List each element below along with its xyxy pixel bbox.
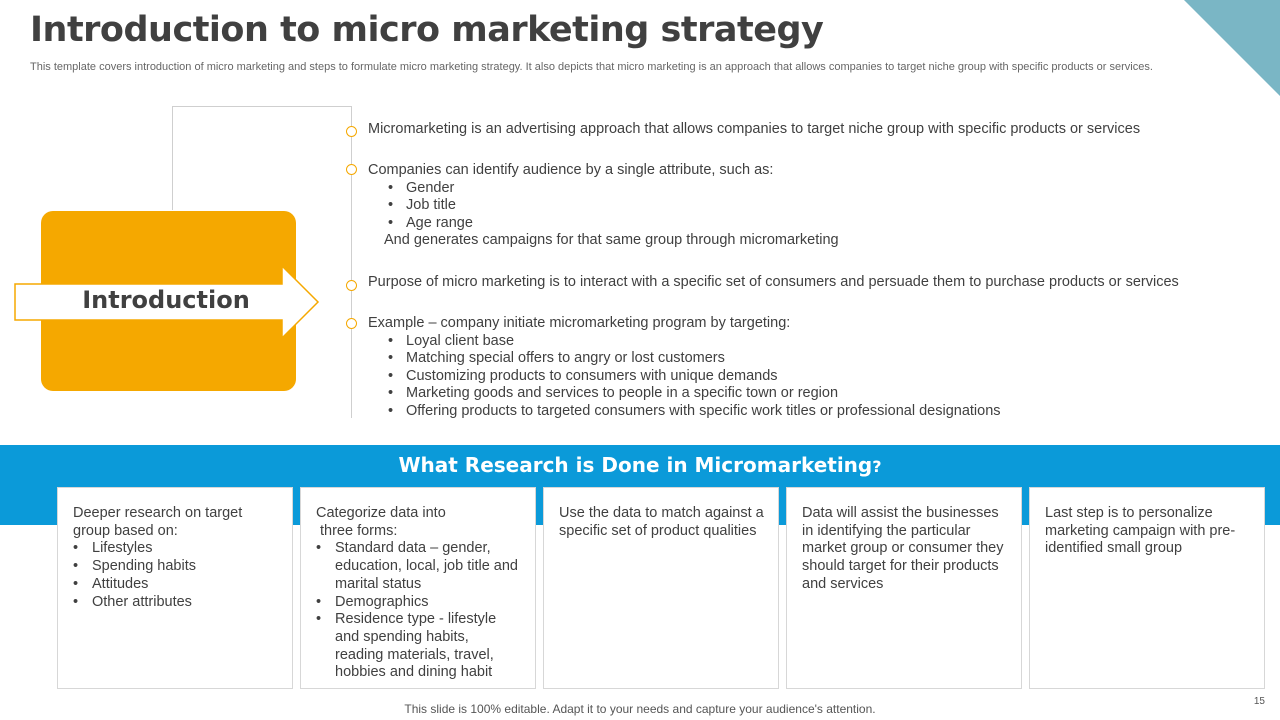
card-text: Last step is to personalize marketing ca… xyxy=(1045,505,1236,557)
card-text: Deeper research on target group based on… xyxy=(73,505,243,539)
list-item: Lifestyles xyxy=(73,540,278,558)
list-item: Matching special offers to angry or lost… xyxy=(388,350,1268,368)
list-item: Standard data – gender, education, local… xyxy=(316,540,521,593)
footer-note: This slide is 100% editable. Adapt it to… xyxy=(404,702,876,716)
list-item: Customizing products to consumers with u… xyxy=(388,368,1268,386)
point-4: Example – company initiate micromarketin… xyxy=(368,315,1268,421)
list-item: Other attributes xyxy=(73,594,278,612)
point-3: Purpose of micro marketing is to interac… xyxy=(368,274,1268,292)
list-item: Demographics xyxy=(316,594,521,612)
list-item: Gender xyxy=(388,180,1268,198)
card-list: Standard data – gender, education, local… xyxy=(316,540,521,682)
card-list: Lifestyles Spending habits Attitudes Oth… xyxy=(73,540,278,611)
research-card-2: Categorize data into three forms: Standa… xyxy=(300,487,536,689)
research-card-4: Data will assist the businesses in ident… xyxy=(786,487,1022,689)
page-number: 15 xyxy=(1253,696,1265,707)
list-item: Attitudes xyxy=(73,576,278,594)
research-card-5: Last step is to personalize marketing ca… xyxy=(1029,487,1265,689)
list-item: Residence type - lifestyle and spending … xyxy=(316,611,521,682)
card-text-continued: three forms: xyxy=(320,522,398,539)
card-text: Categorize data into xyxy=(316,505,446,521)
corner-decoration xyxy=(1184,0,1280,96)
list-item: Marketing goods and services to people i… xyxy=(388,385,1268,403)
research-card-1: Deeper research on target group based on… xyxy=(57,487,293,689)
card-text: Data will assist the businesses in ident… xyxy=(802,505,1004,592)
point-2: Companies can identify audience by a sin… xyxy=(368,162,1268,250)
research-title: What Research is Done in Micromarketing? xyxy=(398,453,882,477)
bullet-dot-icon xyxy=(346,164,357,175)
point-1: Micromarketing is an advertising approac… xyxy=(368,121,1268,139)
point-list: Gender Job title Age range xyxy=(388,180,1268,233)
page-title: Introduction to micro marketing strategy xyxy=(30,10,824,50)
card-text: Use the data to match against a specific… xyxy=(559,505,764,539)
point-text: Companies can identify audience by a sin… xyxy=(368,162,774,178)
arrow-right-icon xyxy=(14,264,320,340)
point-text: Example – company initiate micromarketin… xyxy=(368,315,791,331)
list-item: Offering products to targeted consumers … xyxy=(388,403,1268,421)
list-item: Spending habits xyxy=(73,558,278,576)
list-item: Age range xyxy=(388,215,1268,233)
point-text: Purpose of micro marketing is to interac… xyxy=(368,274,1179,290)
bullet-dot-icon xyxy=(346,318,357,329)
point-text: Micromarketing is an advertising approac… xyxy=(368,121,1141,137)
list-item: Job title xyxy=(388,197,1268,215)
page-subtitle: This template covers introduction of mic… xyxy=(30,61,1153,73)
bullet-dot-icon xyxy=(346,126,357,137)
bullet-dot-icon xyxy=(346,280,357,291)
point-list: Loyal client base Matching special offer… xyxy=(388,333,1268,421)
research-card-3: Use the data to match against a specific… xyxy=(543,487,779,689)
point-tail: And generates campaigns for that same gr… xyxy=(384,232,839,249)
list-item: Loyal client base xyxy=(388,333,1268,351)
intro-label: Introduction xyxy=(82,286,250,314)
